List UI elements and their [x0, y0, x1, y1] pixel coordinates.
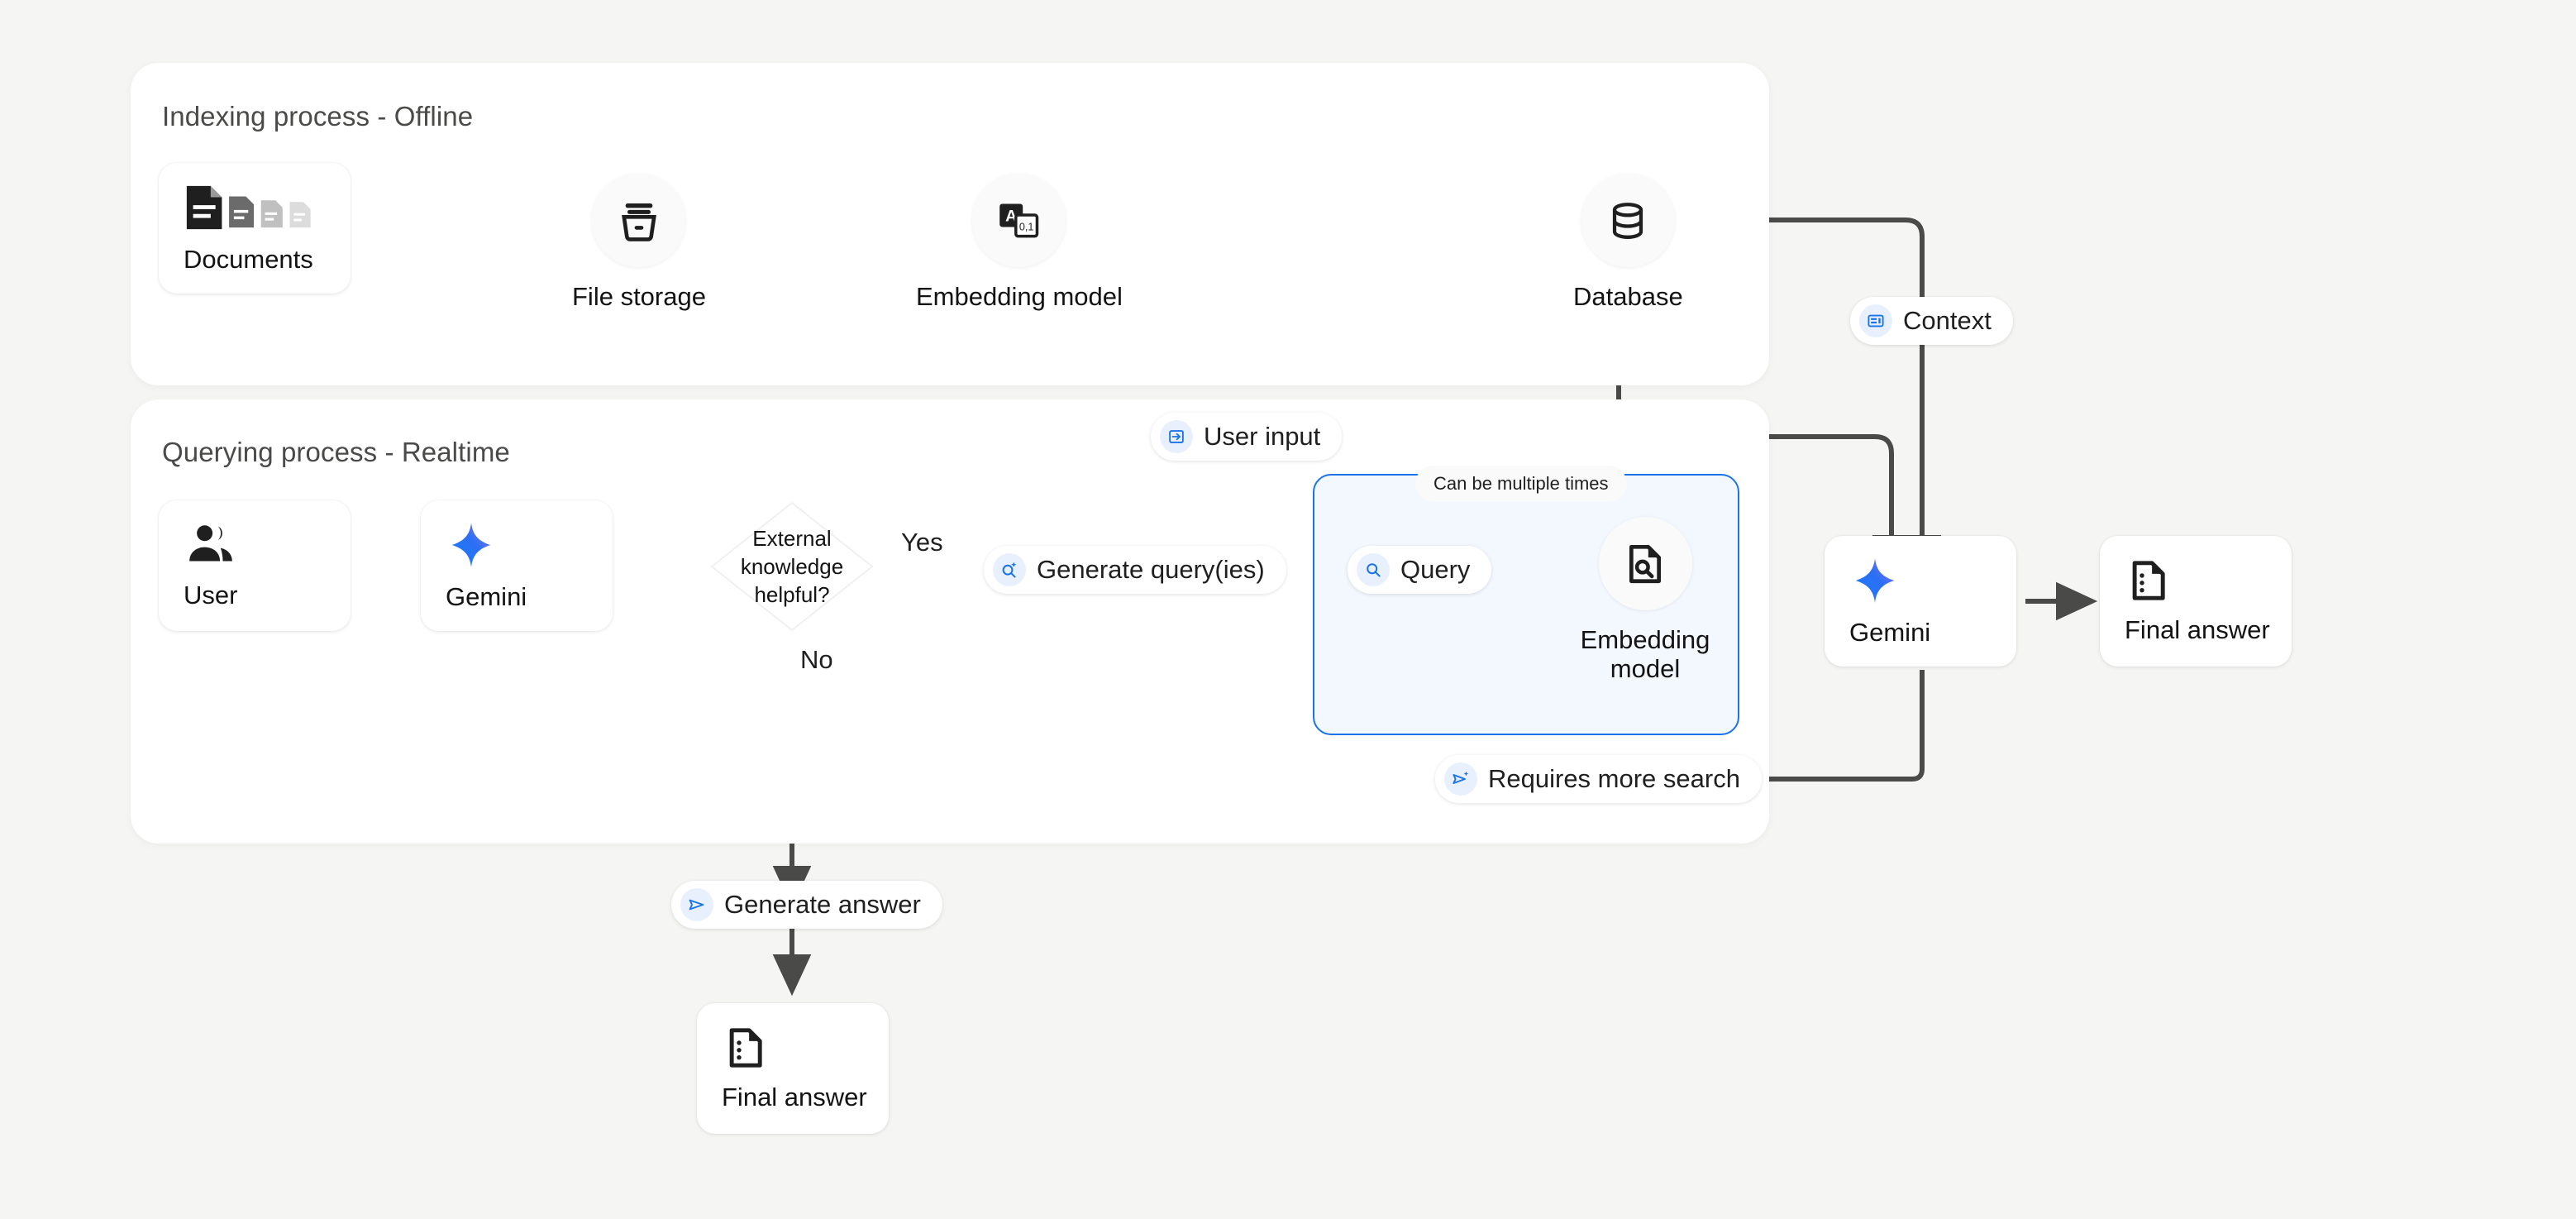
- panel-indexing-title: Indexing process - Offline: [162, 101, 474, 131]
- user-card-label: User: [184, 581, 238, 610]
- embedding-model-label: Embedding model: [916, 282, 1123, 311]
- database-icon: [1581, 174, 1675, 267]
- svg-text:A: A: [1005, 207, 1017, 225]
- documents-icon: [184, 182, 326, 233]
- embedding-model-node[interactable]: A 0,1 Embedding model: [916, 174, 1123, 311]
- documents-card[interactable]: Documents: [159, 163, 351, 294]
- user-input-pill-label: User input: [1204, 422, 1321, 451]
- requires-more-search-pill[interactable]: Requires more search: [1435, 755, 1762, 803]
- panel-indexing: [131, 63, 1769, 385]
- generate-answer-pill-label: Generate answer: [724, 890, 921, 919]
- send-sparkle-icon: [1444, 762, 1477, 796]
- file-storage-node[interactable]: File storage: [572, 174, 706, 311]
- final-gemini-card-label: Gemini: [1849, 618, 1931, 647]
- panel-querying-title: Querying process - Realtime: [162, 437, 510, 467]
- final-gemini-card[interactable]: Gemini: [1825, 536, 2016, 667]
- query-pill-label: Query: [1400, 555, 1471, 584]
- loop-embedding-model-label: Embedding model: [1580, 625, 1710, 684]
- gemini-sparkle-icon: [1849, 555, 1992, 606]
- svg-text:0,1: 0,1: [1019, 221, 1034, 232]
- generate-query-pill-label: Generate query(ies): [1037, 555, 1265, 584]
- final-answer-card-right[interactable]: Final answer: [2100, 536, 2292, 667]
- requires-more-search-pill-label: Requires more search: [1488, 764, 1740, 793]
- loop-label: Can be multiple times: [1415, 466, 1627, 502]
- loop-embedding-model-node[interactable]: Embedding model: [1571, 517, 1720, 684]
- decision-label: External knowledge helpful?: [740, 525, 844, 608]
- decision-diamond[interactable]: External knowledge helpful?: [709, 500, 875, 633]
- loop-region: [1313, 474, 1739, 735]
- generate-answer-pill[interactable]: Generate answer: [671, 881, 942, 929]
- final-answer-card-bottom[interactable]: Final answer: [697, 1003, 889, 1134]
- final-answer-card-right-label: Final answer: [2125, 615, 2270, 644]
- gemini-card-label: Gemini: [446, 582, 527, 611]
- answer-document-icon: [2125, 557, 2267, 604]
- gemini-sparkle-icon: [446, 519, 588, 571]
- users-icon: [184, 521, 326, 569]
- diamond-shape: [710, 501, 874, 632]
- context-card-icon: [1859, 304, 1892, 337]
- search-icon: [1357, 553, 1390, 586]
- file-storage-icon: [592, 174, 686, 267]
- final-answer-card-bottom-label: Final answer: [722, 1083, 867, 1111]
- context-pill[interactable]: Context: [1850, 297, 2013, 345]
- database-node[interactable]: Database: [1573, 174, 1683, 311]
- generate-query-pill[interactable]: Generate query(ies): [984, 546, 1286, 594]
- context-pill-label: Context: [1903, 306, 1992, 335]
- send-icon: [680, 888, 713, 921]
- branch-label-no: No: [800, 645, 833, 674]
- gemini-card[interactable]: Gemini: [421, 500, 613, 631]
- input-arrow-icon: [1160, 420, 1193, 453]
- user-input-pill[interactable]: User input: [1151, 413, 1343, 461]
- branch-label-yes: Yes: [901, 528, 943, 557]
- file-storage-label: File storage: [572, 282, 706, 311]
- query-pill[interactable]: Query: [1348, 546, 1492, 594]
- user-card[interactable]: User: [159, 500, 351, 631]
- answer-document-icon: [722, 1025, 864, 1071]
- document-search-icon: [1598, 517, 1692, 610]
- search-sparkle-icon: [993, 553, 1026, 586]
- documents-card-label: Documents: [184, 245, 313, 274]
- database-label: Database: [1573, 282, 1683, 311]
- translate-embedding-icon: A 0,1: [972, 174, 1066, 267]
